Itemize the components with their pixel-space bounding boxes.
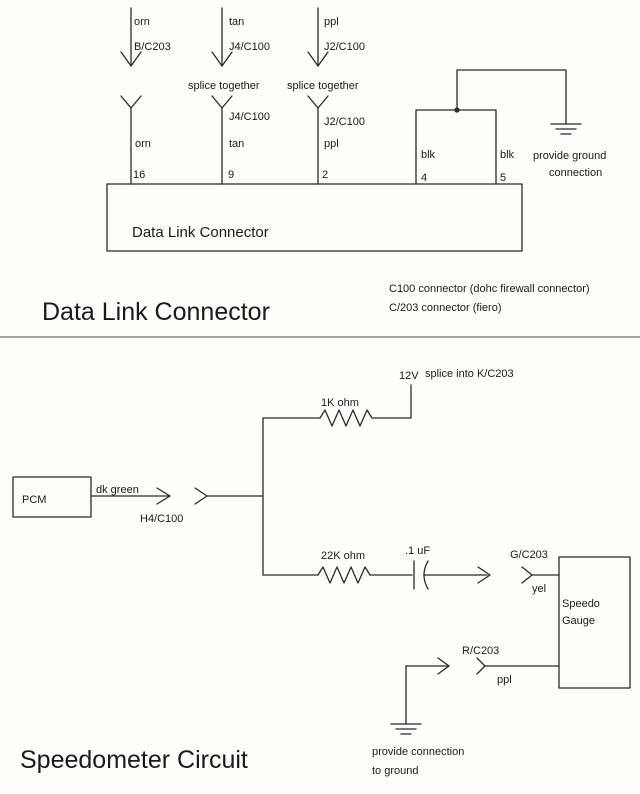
speedo-ground-note-line-1: provide connection xyxy=(372,746,464,758)
gauge-input-connector xyxy=(521,566,560,584)
resistor-1k xyxy=(262,384,412,427)
wire-16-top-connector: B/C203 xyxy=(134,41,171,53)
wire-2-splice-note: splice together xyxy=(287,80,359,92)
wire-9-top-connector: J4/C100 xyxy=(229,41,270,53)
wire-16-bottom-color: orn xyxy=(135,138,151,150)
connector-note-c203: C/203 connector (fiero) xyxy=(389,302,502,314)
pcm-wire-connector: H4/C100 xyxy=(140,513,183,525)
speedo-ground-note-line-2: to ground xyxy=(372,765,418,777)
speedo-gauge-label-line-2: Gauge xyxy=(562,615,595,627)
gauge-ground-wire xyxy=(405,657,560,725)
resistor-1k-label: 1K ohm xyxy=(321,397,359,409)
pcm-label: PCM xyxy=(22,494,46,506)
wire-9-top-color: tan xyxy=(229,16,244,28)
wire-2-top-connector: J2/C100 xyxy=(324,41,365,53)
gauge-ground-connector-label: R/C203 xyxy=(462,645,499,657)
dlc-wire-2 xyxy=(307,7,329,185)
resistor-22k-label: 22K ohm xyxy=(321,550,365,562)
dlc-ground-note-line-1: provide ground xyxy=(533,150,606,162)
data-link-connector-label: Data Link Connector xyxy=(132,224,269,241)
pcm-wire-color: dk green xyxy=(96,484,139,496)
gauge-ground-wire-color: ppl xyxy=(497,674,512,686)
resistor-22k xyxy=(262,566,413,584)
capacitor xyxy=(413,560,491,590)
speedo-gauge-box xyxy=(558,556,631,689)
pcm-box xyxy=(12,476,92,518)
connector-note-c100: C100 connector (dohc firewall connector) xyxy=(389,283,590,295)
wire-9-splice-note: splice together xyxy=(188,80,260,92)
wire-9-bottom-connector: J4/C100 xyxy=(229,111,270,123)
pcm-output-wire xyxy=(90,487,264,505)
dlc-ground-loop xyxy=(415,69,567,185)
ground-symbol-icon xyxy=(390,723,422,735)
dlc-wire-9 xyxy=(211,7,233,185)
wire-2-top-color: ppl xyxy=(324,16,339,28)
wire-2-bottom-color: ppl xyxy=(324,138,339,150)
supply-splice-note: splice into K/C203 xyxy=(425,368,514,380)
speedo-gauge-label-line-1: Speedo xyxy=(562,598,600,610)
pin-5-label: 5 xyxy=(500,172,506,184)
speedo-section-heading: Speedometer Circuit xyxy=(20,746,248,774)
pin-4-wire-color: blk xyxy=(421,149,436,161)
gauge-input-wire-color: yel xyxy=(532,583,546,595)
pin-5-wire-color: blk xyxy=(500,149,515,161)
pin-4-label: 4 xyxy=(421,172,427,184)
pin-16-label: 16 xyxy=(133,169,145,181)
dlc-ground-note-line-2: connection xyxy=(549,167,602,179)
pin-2-label: 2 xyxy=(322,169,328,181)
dlc-wire-16 xyxy=(120,7,142,185)
wire-16-top-color: orn xyxy=(134,16,150,28)
pin-9-label: 9 xyxy=(228,169,234,181)
wire-9-bottom-color: tan xyxy=(229,138,244,150)
supply-voltage-label: 12V xyxy=(399,370,419,382)
data-link-connector-body xyxy=(106,183,523,252)
ground-symbol-icon xyxy=(550,123,582,135)
wire-2-bottom-connector: J2/C100 xyxy=(324,116,365,128)
gauge-input-connector-label: G/C203 xyxy=(510,549,548,561)
dlc-section-heading: Data Link Connector xyxy=(42,298,270,326)
capacitor-label: .1 uF xyxy=(405,545,430,557)
